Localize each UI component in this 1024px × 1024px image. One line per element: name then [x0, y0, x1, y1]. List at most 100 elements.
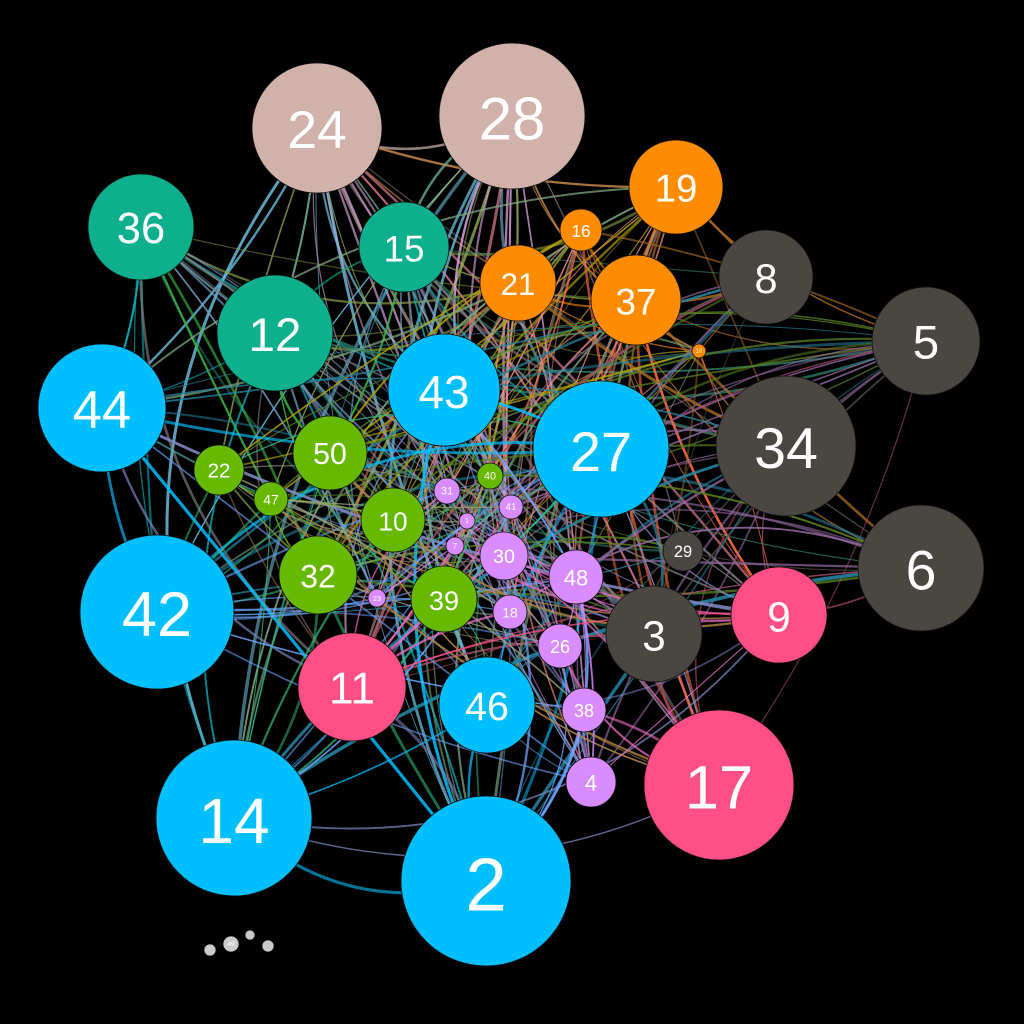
node-29[interactable]: 29 [662, 530, 704, 572]
node-circle[interactable] [410, 565, 478, 633]
node-2[interactable]: 2 [400, 795, 572, 967]
node-1[interactable]: 1 [458, 512, 476, 530]
node-46[interactable]: 46 [438, 656, 536, 754]
node-10[interactable]: 10 [360, 487, 426, 553]
node-circle[interactable] [537, 623, 583, 669]
node-6[interactable]: 6 [857, 504, 985, 632]
node-circle[interactable] [244, 929, 256, 941]
node-circle[interactable] [718, 229, 814, 325]
node-circle[interactable] [193, 444, 245, 496]
node-20[interactable] [203, 943, 217, 957]
node-circle[interactable] [297, 632, 407, 742]
node-50[interactable]: 50 [292, 415, 368, 491]
node-circle[interactable] [445, 536, 465, 556]
node-9[interactable]: 9 [730, 566, 828, 664]
node-17[interactable]: 17 [643, 709, 795, 861]
node-label: 1 [465, 518, 469, 525]
node-circle[interactable] [203, 943, 217, 957]
node-circle[interactable] [155, 739, 313, 897]
node-31[interactable]: 31 [433, 477, 461, 505]
node-circle[interactable] [628, 139, 724, 235]
node-circle[interactable] [715, 375, 857, 517]
node-22[interactable]: 22 [193, 444, 245, 496]
node-12[interactable]: 12 [216, 274, 334, 392]
node-33[interactable] [261, 939, 275, 953]
node-circle[interactable] [498, 494, 524, 520]
node-circle[interactable] [561, 687, 607, 733]
node-21[interactable]: 21 [479, 244, 557, 322]
node-circle[interactable] [79, 534, 235, 690]
node-36[interactable]: 36 [87, 173, 195, 281]
edge-22-26 [218, 469, 561, 647]
node-39[interactable]: 39 [410, 565, 478, 633]
node-circle[interactable] [492, 594, 528, 630]
node-43[interactable]: 43 [387, 333, 501, 447]
node-label: 36 [117, 205, 165, 253]
node-3[interactable]: 3 [605, 585, 703, 683]
node-8[interactable]: 8 [718, 229, 814, 325]
node-circle[interactable] [605, 585, 703, 683]
node-circle[interactable] [871, 286, 981, 396]
node-32[interactable]: 32 [278, 535, 358, 615]
node-28[interactable]: 28 [438, 42, 586, 190]
node-circle[interactable] [691, 343, 707, 359]
node-circle[interactable] [643, 709, 795, 861]
node-30[interactable]: 30 [479, 531, 529, 581]
node-4[interactable]: 4 [565, 756, 617, 808]
node-circle[interactable] [253, 481, 289, 517]
node-circle[interactable] [292, 415, 368, 491]
node-circle[interactable] [476, 462, 504, 490]
node-circle[interactable] [559, 208, 603, 252]
node-37[interactable]: 37 [590, 254, 682, 346]
node-label: 7 [453, 542, 457, 551]
node-circle[interactable] [590, 254, 682, 346]
node-34[interactable]: 34 [715, 375, 857, 517]
node-25[interactable] [244, 929, 256, 941]
node-circle[interactable] [438, 42, 586, 190]
node-circle[interactable] [358, 201, 450, 293]
node-13[interactable]: 13 [691, 343, 707, 359]
node-38[interactable]: 38 [561, 687, 607, 733]
node-40[interactable]: 40 [476, 462, 504, 490]
node-circle[interactable] [37, 343, 167, 473]
node-16[interactable]: 16 [559, 208, 603, 252]
node-circle[interactable] [222, 935, 240, 953]
node-circle[interactable] [360, 487, 426, 553]
node-14[interactable]: 14 [155, 739, 313, 897]
node-circle[interactable] [251, 62, 383, 194]
node-47[interactable]: 47 [253, 481, 289, 517]
node-circle[interactable] [278, 535, 358, 615]
node-circle[interactable] [662, 530, 704, 572]
node-41[interactable]: 41 [498, 494, 524, 520]
node-18[interactable]: 18 [492, 594, 528, 630]
node-circle[interactable] [565, 756, 617, 808]
node-circle[interactable] [479, 531, 529, 581]
node-circle[interactable] [532, 380, 670, 518]
node-49[interactable]: 49 [222, 935, 240, 953]
node-circle[interactable] [387, 333, 501, 447]
node-23[interactable]: 23 [367, 588, 387, 608]
node-24[interactable]: 24 [251, 62, 383, 194]
node-circle[interactable] [367, 588, 387, 608]
node-circle[interactable] [87, 173, 195, 281]
node-circle[interactable] [400, 795, 572, 967]
node-circle[interactable] [857, 504, 985, 632]
node-19[interactable]: 19 [628, 139, 724, 235]
node-27[interactable]: 27 [532, 380, 670, 518]
node-48[interactable]: 48 [548, 549, 604, 605]
node-7[interactable]: 7 [445, 536, 465, 556]
node-42[interactable]: 42 [79, 534, 235, 690]
node-26[interactable]: 26 [537, 623, 583, 669]
node-circle[interactable] [730, 566, 828, 664]
node-circle[interactable] [458, 512, 476, 530]
node-5[interactable]: 5 [871, 286, 981, 396]
node-11[interactable]: 11 [297, 632, 407, 742]
node-15[interactable]: 15 [358, 201, 450, 293]
node-circle[interactable] [261, 939, 275, 953]
node-circle[interactable] [438, 656, 536, 754]
node-circle[interactable] [216, 274, 334, 392]
node-circle[interactable] [479, 244, 557, 322]
node-circle[interactable] [433, 477, 461, 505]
node-44[interactable]: 44 [37, 343, 167, 473]
node-circle[interactable] [548, 549, 604, 605]
